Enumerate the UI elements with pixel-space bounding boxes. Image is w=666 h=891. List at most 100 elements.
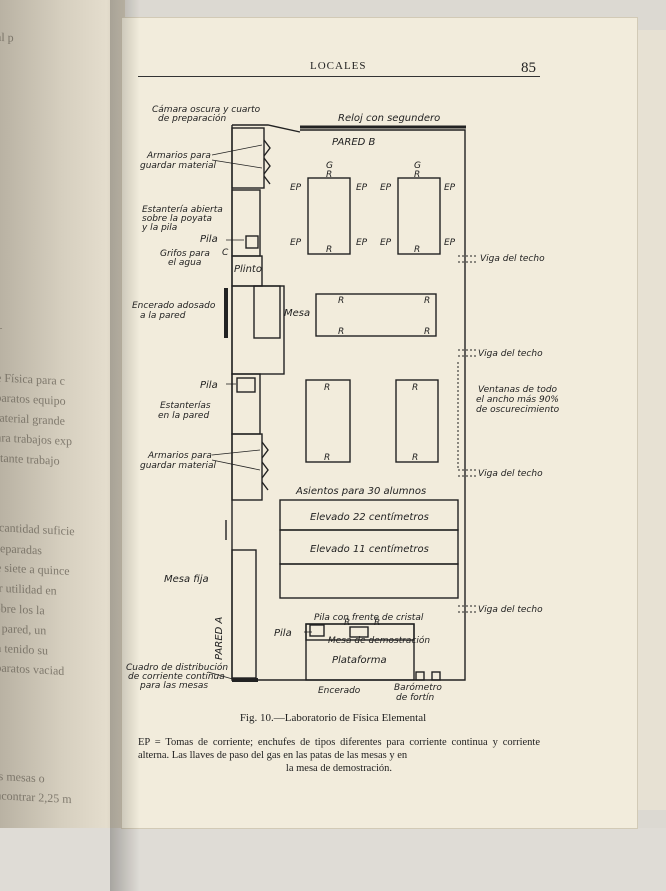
label-elevado-22: Elevado 22 centímetros [310,511,429,523]
ep-marker: EP [290,238,302,248]
ep-marker: EP [290,183,302,193]
facing-text-line: para trabajos exp [0,429,72,449]
r-marker: R [324,453,330,463]
label-plinto: Plinto [234,264,262,275]
label-barometro-b: de fortín [396,693,435,703]
label-mesa: Mesa [284,308,310,319]
label-pila-frente: Pila con frente de cristal [314,613,424,623]
facing-text-line: aparatos vaciad [0,660,65,678]
r-marker: R [424,327,430,337]
r-marker: R [338,296,344,306]
label-pila-2: Pila [200,380,218,391]
r-marker: R [412,453,418,463]
facing-text-line: y cantidad suficie [0,520,75,539]
laboratory-floor-plan: Cámara oscura y cuarto de preparación Re… [126,105,560,703]
label-barometro-a: Barómetro [394,682,442,693]
label-ventanas-c: de oscurecimiento [476,405,560,415]
label-cuadro-a: Cuadro de distribución [126,662,228,673]
label-estanteria-c: y la pila [141,223,177,233]
facing-text-line: sobre los la [0,600,45,618]
label-cuadro-c: para las mesas [139,681,208,691]
legend-line-1: EP = Tomas de corriente; enchufes de tip… [138,737,488,748]
r-marker: R [412,383,418,393]
label-armarios-1a: Armarios para [146,151,211,161]
label-armarios-1b: guardar material [140,161,216,171]
facing-text-line: — [0,319,2,335]
label-viga-3: Viga del techo [478,469,543,479]
label-ventanas-a: Ventanas de todo [478,385,558,395]
label-estanterias-a: Estanterías [160,401,211,411]
facing-text-line: las mesas o [0,768,45,786]
r-marker: R [344,618,350,628]
ep-marker: EP [380,238,392,248]
running-head: LOCALES [310,60,367,72]
facing-page: nal p — de Física para c aparatos equipo… [0,0,125,891]
label-plataforma: Plataforma [332,655,387,666]
figure-caption: Fig. 10.—Laboratorio de Física Elemental [239,712,427,724]
facing-text-line: preparadas [0,540,42,558]
label-c: C [222,248,229,258]
facing-text-line: de Física para c [0,370,65,388]
label-camara-oscura-2: de preparación [158,113,226,124]
label-cuadro-b: de corriente continua [128,672,225,682]
r-marker: R [374,618,380,628]
label-reloj: Reloj con segundero [338,113,440,124]
legend-line-2: y corriente alterna. Las llaves de paso … [138,737,541,761]
leader-lines [207,144,312,681]
gas-marker: G [326,161,333,171]
label-viga-4: Viga del techo [478,605,543,615]
label-grifos-b: el agua [168,258,201,268]
ep-marker: EP [444,183,456,193]
label-camara-oscura: Cámara oscura y cuarto [152,105,261,115]
label-viga-2: Viga del techo [478,349,543,359]
ep-marker: EP [444,238,456,248]
label-ventanas-b: el ancho más 90% [476,395,559,405]
page-number: 85 [521,60,536,76]
legend-line-3: la mesa de demostración. [285,763,393,774]
facing-text-line: ha tenido su [0,640,48,658]
label-pared-a: PARED A [214,616,225,660]
label-armarios-2b: guardar material [140,461,216,471]
r-marker: R [414,170,420,180]
r-marker: R [414,245,420,255]
label-asientos: Asientos para 30 alumnos [295,486,426,497]
ep-marker: EP [356,183,368,193]
facing-text-line: material grande [0,410,65,428]
page-header-rule [138,58,540,77]
r-marker: R [338,327,344,337]
facing-text-line: tar utilidad en [0,580,57,598]
label-pared-b: PARED B [332,137,376,148]
label-pila-1: Pila [200,234,218,245]
label-mesa-demostracion: Mesa de demostración [328,635,430,646]
r-marker: R [326,245,332,255]
ep-marker: EP [380,183,392,193]
label-estanteria-a: Estantería abierta [142,205,223,215]
book-gutter-shadow [110,0,140,891]
facing-text-line: encontrar 2,25 m [0,787,72,807]
book-page [122,18,637,828]
facing-text-line: aparatos equipo [0,390,66,408]
facing-text-line: la pared, un [0,621,47,638]
label-estanteria-b: sobre la poyata [142,214,212,224]
label-encerado-adosado-b: a la pared [140,311,186,321]
label-encerado-adosado-a: Encerado adosado [132,301,216,311]
label-encerado: Encerado [318,686,361,696]
gas-marker: G [414,161,421,171]
ceiling-beam-marks [457,255,478,613]
label-viga-1: Viga del techo [480,254,545,264]
facing-text-line: nal p [0,29,14,45]
facing-text-line: de siete a quince [0,560,70,579]
figure-legend: EP = Tomas de corriente; enchufes de tip… [138,736,540,775]
background-surface [0,828,666,891]
label-armarios-2a: Armarios para [147,451,212,461]
label-mesa-fija: Mesa fija [164,574,209,585]
label-grifos-a: Grifos para [160,249,210,259]
ep-marker: EP [356,238,368,248]
facing-text-line: estante trabajo [0,450,60,468]
r-marker: R [424,296,430,306]
label-pila-3: Pila [274,628,292,639]
label-estanterias-b: en la pared [158,411,209,421]
label-elevado-11: Elevado 11 centímetros [310,543,429,555]
r-marker: R [324,383,330,393]
r-marker: R [326,170,332,180]
